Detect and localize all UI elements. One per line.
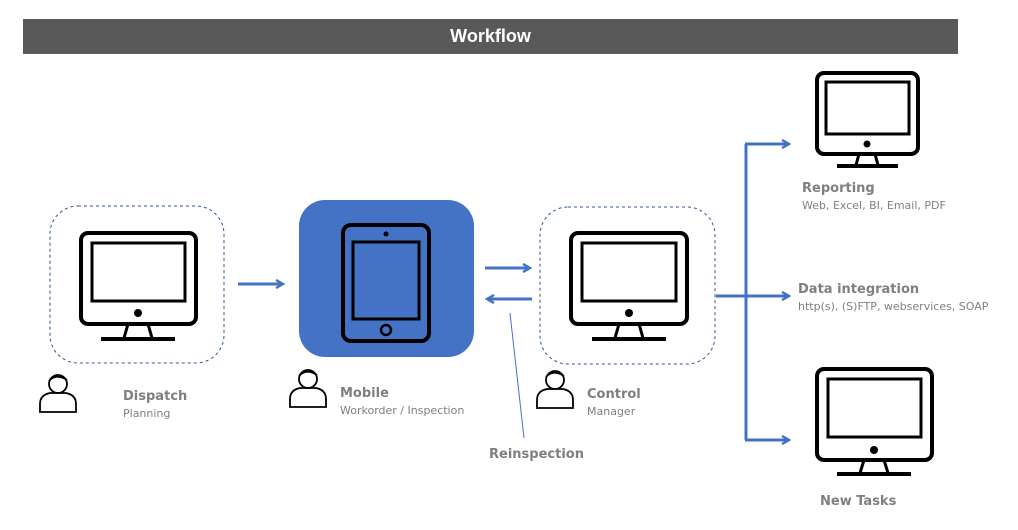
reinspection-label: Reinspection: [489, 447, 584, 462]
reporting-title: Reporting: [802, 181, 875, 196]
output-branch-connector: [716, 144, 789, 440]
dispatch-title: Dispatch: [123, 389, 188, 404]
mobile-title: Mobile: [340, 386, 389, 401]
control-label: Control Manager: [587, 387, 641, 418]
new-tasks-title: New Tasks: [820, 494, 897, 509]
reporting-monitor-icon: [815, 71, 920, 168]
new-tasks-monitor-icon: [815, 367, 934, 476]
data-integration-subtitle: http(s), (S)FTP, webservices, SOAP: [798, 300, 989, 313]
tablet-icon: [341, 223, 431, 343]
mobile-node: [299, 200, 474, 357]
reinspection-leader-line: [509, 312, 525, 439]
monitor-icon: [79, 231, 198, 341]
reporting-subtitle: Web, Excel, BI, Email, PDF: [802, 199, 946, 212]
diagram-title: Workflow: [450, 26, 531, 46]
user-icon: [289, 369, 327, 408]
monitor-icon: [569, 231, 689, 341]
user-icon: [39, 374, 77, 413]
mobile-label: Mobile Workorder / Inspection: [340, 386, 464, 417]
control-title: Control: [587, 387, 641, 402]
new-tasks-label: New Tasks: [820, 494, 896, 509]
data-integration-label: Data integration http(s), (S)FTP, webser…: [798, 282, 988, 313]
control-node: [539, 206, 716, 365]
dispatch-node: [49, 205, 225, 364]
reporting-label: Reporting Web, Excel, BI, Email, PDF: [802, 181, 946, 212]
data-integration-title: Data integration: [798, 282, 920, 297]
user-icon: [536, 370, 574, 409]
diagram-title-bar: Workflow: [23, 19, 958, 54]
mobile-subtitle: Workorder / Inspection: [340, 404, 465, 417]
dispatch-label: Dispatch Planning: [123, 389, 187, 420]
control-subtitle: Manager: [587, 405, 636, 418]
reinspection-text: Reinspection: [489, 447, 584, 462]
dispatch-subtitle: Planning: [123, 407, 171, 420]
